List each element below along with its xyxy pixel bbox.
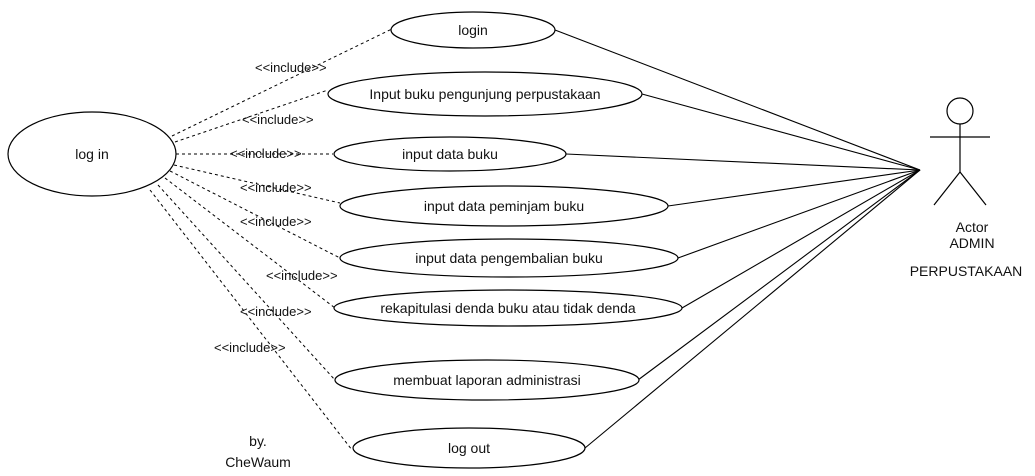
include-label-6: <<include>> [266,268,338,283]
include-label-2: <<include>> [242,112,314,127]
use-case-rekapitulasi: rekapitulasi denda buku atau tidak denda [333,289,683,327]
include-label-1: <<include>> [255,60,327,75]
include-line-log-out [149,189,353,451]
use-case-log-out-ellipse [352,427,586,469]
association-line-input-buku-pengunjung [641,93,921,171]
actor-left-leg [933,171,961,206]
include-line-membuat-laporan [157,184,336,381]
use-case-membuat-laporan: membuat laporan administrasi [334,359,640,401]
use-case-login-label: login [458,22,488,38]
association-lines [554,29,921,449]
use-case-input-data-peminjam-label: input data peminjam buku [424,198,584,214]
use-case-log-out-label: log out [448,440,490,456]
use-case-input-data-peminjam-ellipse [339,185,669,227]
credit: by. CheWaum [225,433,291,470]
actor-label: Actor [956,219,989,235]
use-case-log-in-label: log in [75,146,108,162]
association-line-rekapitulasi [681,169,921,309]
use-case-input-data-buku-label: input data buku [402,146,498,162]
use-case-input-data-pengembalian-label: input data pengembalian buku [415,250,603,266]
actor-name-line1: ADMIN [949,235,994,251]
use-case-log-in: log in [7,111,177,197]
include-line-rekapitulasi [164,177,336,309]
include-line-input-buku-pengunjung [174,89,329,143]
use-case-login-ellipse [390,11,556,49]
use-case-input-buku-pengunjung: Input buku pengunjung perpustakaan [327,71,643,117]
association-line-membuat-laporan [637,169,921,381]
actor-right-leg [959,171,987,206]
include-label-5: <<include>> [240,214,312,229]
use-case-rekapitulasi-label: rekapitulasi denda buku atau tidak denda [380,300,636,316]
include-label-7: <<include>> [240,304,312,319]
actor: Actor ADMIN PERPUSTAKAAN [910,97,1023,279]
use-case-input-data-pengembalian: input data pengembalian buku [339,238,679,278]
use-case-input-data-buku: input data buku [333,136,567,172]
use-case-input-data-peminjam: input data peminjam buku [339,185,669,227]
association-line-log-out [584,169,921,449]
use-case-input-buku-pengunjung-ellipse [327,71,643,117]
include-label-8: <<include>> [214,340,286,355]
use-case-input-buku-pengunjung-label: Input buku pengunjung perpustakaan [369,86,600,102]
credit-line2: CheWaum [225,454,291,470]
include-lines [149,25,399,451]
use-case-log-out: log out [352,427,586,469]
actor-name-line2: PERPUSTAKAAN [910,263,1023,279]
association-line-login [554,29,921,171]
include-labels: <<include>> <<include>> <<include>> <<in… [214,60,338,355]
include-label-3: <<include>> [230,146,302,161]
association-line-input-data-peminjam [667,169,921,207]
use-case-membuat-laporan-label: membuat laporan administrasi [393,372,581,388]
use-case-login: login [390,11,556,49]
include-line-input-data-pengembalian [169,170,341,259]
use-case-input-data-buku-ellipse [333,136,567,172]
association-line-input-data-buku [565,153,921,171]
use-case-input-data-pengembalian-ellipse [339,238,679,278]
include-line-input-data-peminjam [173,164,341,204]
use-case-rekapitulasi-ellipse [333,289,683,327]
actor-head [946,97,974,125]
use-case-membuat-laporan-ellipse [334,359,640,401]
use-case-log-in-ellipse [7,111,177,197]
include-label-4: <<include>> [240,180,312,195]
credit-line1: by. [249,433,267,449]
association-line-input-data-pengembalian [677,169,921,259]
